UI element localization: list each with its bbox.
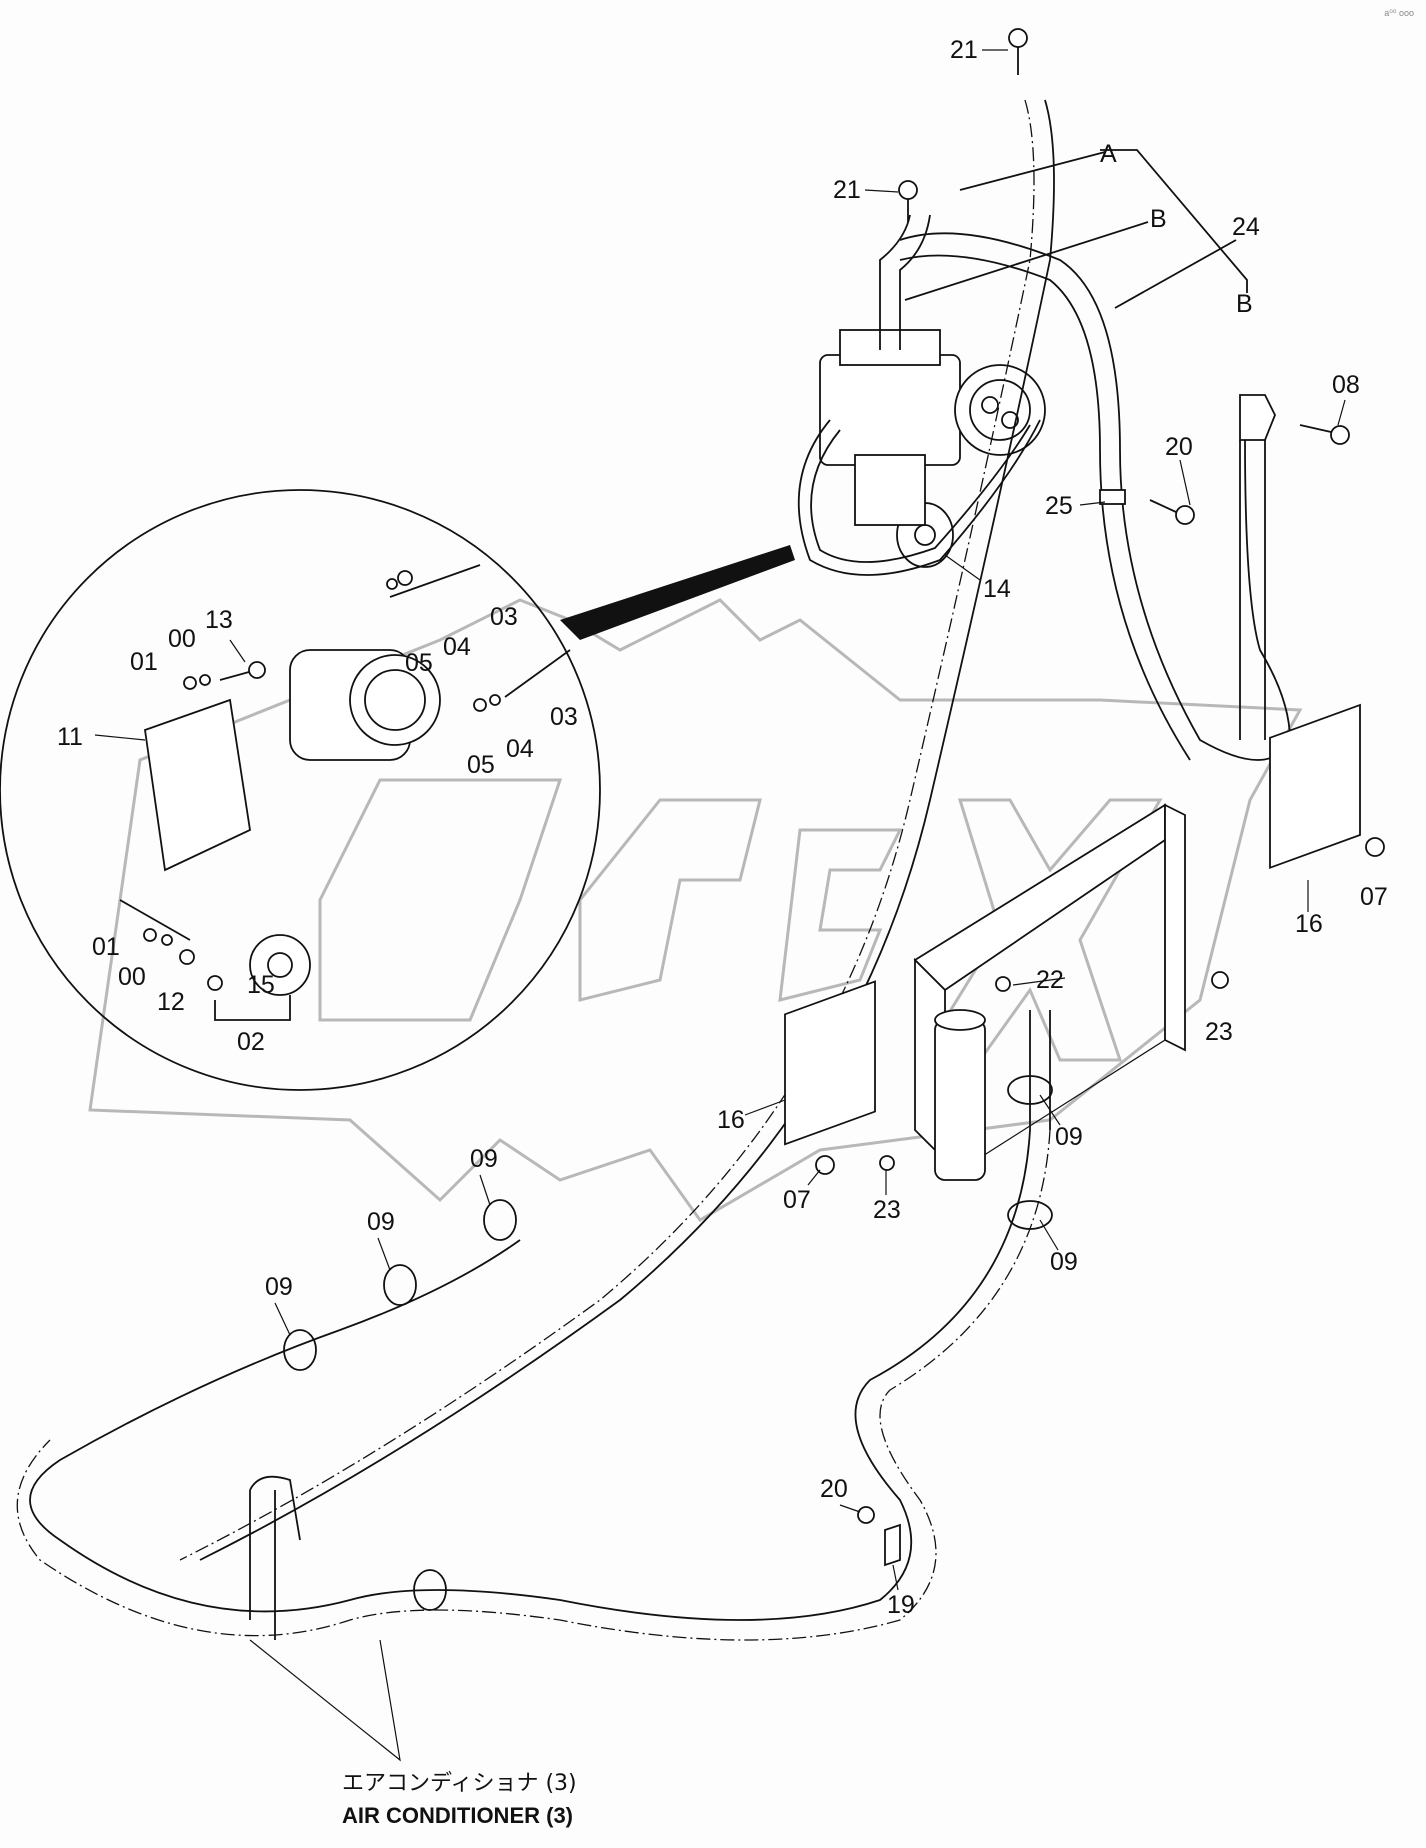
- callout-25: 25: [1045, 492, 1073, 520]
- callout-b: B: [1150, 205, 1167, 233]
- caption-japanese: エアコンディショナ (3): [342, 1771, 577, 1796]
- detail-compressor: [119, 649, 441, 1021]
- hose-clips: [283, 1075, 1053, 1611]
- detail-bubble: [0, 489, 601, 1091]
- callout-08: 08: [1332, 371, 1360, 399]
- callout-23-right: 23: [1205, 1018, 1233, 1046]
- callout-02: 02: [237, 1028, 265, 1056]
- corner-mark: a⁰⁰ ooo: [1384, 8, 1414, 18]
- callout-20-lower: 20: [820, 1475, 848, 1503]
- callout-03: 03: [490, 603, 518, 631]
- callout-11: 11: [57, 723, 83, 751]
- callout-04: 04: [443, 633, 471, 661]
- callout-14: 14: [983, 575, 1011, 603]
- callout-19: 19: [887, 1591, 915, 1619]
- clamp-19: [884, 1523, 901, 1567]
- callout-01-lower: 01: [92, 933, 120, 961]
- callout-09-lower-right: 09: [1050, 1248, 1078, 1276]
- callout-00-lower: 00: [118, 963, 146, 991]
- callout-b-right: B: [1236, 290, 1253, 318]
- callout-16-right: 16: [1295, 910, 1323, 938]
- callout-leaders: [94, 49, 1346, 1762]
- callout-07-left: 07: [783, 1186, 811, 1214]
- callout-05-lower: 05: [467, 751, 495, 779]
- detail-pointer: [560, 545, 795, 640]
- watermark-logo: [88, 598, 1303, 1222]
- callout-24: 24: [1232, 213, 1260, 241]
- callout-05: 05: [405, 649, 433, 677]
- leader-lines: [904, 151, 1237, 309]
- callout-03-lower: 03: [550, 703, 578, 731]
- upper-hoses: [179, 99, 1291, 1561]
- callout-12: 12: [157, 988, 185, 1016]
- callout-09-a: 09: [470, 1145, 498, 1173]
- callout-labels: 21 21 A B 24 B 08 20 25 14 13 00 01 11 0…: [57, 36, 1388, 1619]
- callout-a: A: [1100, 140, 1117, 168]
- callout-20: 20: [1165, 433, 1193, 461]
- callout-09-c: 09: [265, 1273, 293, 1301]
- callout-01: 01: [130, 648, 158, 676]
- callout-00: 00: [168, 625, 196, 653]
- bracket-right: [1269, 703, 1361, 869]
- callout-16-left: 16: [717, 1106, 745, 1134]
- bracket-left: [784, 980, 876, 1146]
- callout-21: 21: [833, 176, 861, 204]
- bolts: [143, 28, 1385, 1524]
- callout-21-top: 21: [950, 36, 978, 64]
- callout-23-left: 23: [873, 1196, 901, 1224]
- callout-07-right: 07: [1360, 883, 1388, 911]
- callout-09-b: 09: [367, 1208, 395, 1236]
- callout-13: 13: [205, 606, 233, 634]
- callout-09-upper: 09: [1055, 1123, 1083, 1151]
- leader-a-b: [1100, 149, 1248, 293]
- callout-15: 15: [247, 971, 275, 999]
- callout-04-lower: 04: [506, 735, 534, 763]
- caption-english: AIR CONDITIONER (3): [342, 1803, 573, 1828]
- condenser: [913, 803, 1186, 1181]
- receiver-drier: [934, 1009, 1051, 1181]
- lower-hoses: [16, 1129, 1051, 1641]
